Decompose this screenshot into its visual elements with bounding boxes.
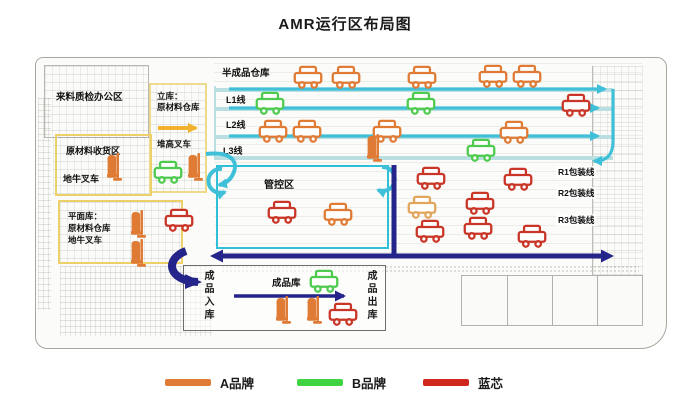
floorplan-room bbox=[507, 275, 553, 326]
legend-label-lanxin: 蓝芯 bbox=[478, 377, 504, 391]
control-zone-label: 管控区 bbox=[264, 180, 294, 191]
zone-flat-warehouse: 平面库： 原材料仓库 地牛叉车 bbox=[58, 200, 183, 264]
flat-wh-forklift-label: 地牛叉车 bbox=[68, 235, 103, 245]
legend-item-brand-a: A品牌 bbox=[165, 373, 254, 392]
pack-line-r3-label: R3包装线 bbox=[556, 214, 597, 226]
floorplan-flat-wh-block bbox=[60, 202, 181, 262]
vertical-wh-title: 立库： bbox=[157, 91, 183, 101]
finished-inbound-label: 成品入库 bbox=[202, 270, 213, 322]
lane-r-band bbox=[214, 156, 613, 160]
legend-item-lanxin: 蓝芯 bbox=[423, 373, 503, 392]
floorplan-left-strip bbox=[38, 98, 51, 310]
flat-wh-title: 平面库： bbox=[68, 211, 103, 221]
vertical-wh-subtitle: 原材料仓库 bbox=[157, 102, 200, 112]
zone-receiving: 原材料收货区 地牛叉车 bbox=[55, 134, 152, 196]
zone-finished-goods: 成品入库 成品库 成品出库 bbox=[183, 265, 386, 331]
line-l2-label: L2线 bbox=[226, 120, 246, 130]
pack-line-r1-label: R1包装线 bbox=[556, 166, 597, 178]
semi-finished-label: 半成品仓库 bbox=[222, 68, 270, 79]
factory-floorplan: 立库： 原材料仓库 堆高叉车 原材料收货区 地牛叉车 平面库： 原材料仓库 地牛… bbox=[35, 57, 667, 349]
legend-swatch-brand-a bbox=[165, 379, 211, 386]
floorplan-room bbox=[461, 275, 508, 326]
flat-wh-subtitle: 原材料仓库 bbox=[68, 223, 111, 233]
floorplan-room bbox=[552, 275, 598, 326]
floorplan-receiving-block bbox=[53, 137, 151, 195]
lane-l2-band bbox=[214, 107, 613, 111]
receiving-label: 原材料收货区 bbox=[66, 146, 121, 156]
zone-vertical-warehouse: 立库： 原材料仓库 堆高叉车 bbox=[149, 83, 207, 193]
zone-control: 管控区 bbox=[216, 165, 389, 249]
lane-l1-band bbox=[214, 88, 613, 92]
pack-line-r2-label: R2包装线 bbox=[556, 187, 597, 199]
legend-swatch-brand-b bbox=[297, 379, 343, 386]
legend-label-brand-b: B品牌 bbox=[352, 377, 387, 391]
legend-swatch-lanxin bbox=[423, 379, 469, 386]
legend-item-brand-b: B品牌 bbox=[297, 373, 386, 392]
lane-left-edge bbox=[214, 86, 216, 160]
page-title: AMR运行区布局图 bbox=[278, 16, 412, 33]
legend-label-brand-a: A品牌 bbox=[220, 377, 255, 391]
line-l1-label: L1线 bbox=[226, 95, 246, 105]
floorplan-office-block bbox=[44, 65, 149, 138]
incoming-office-label: 来料质检办公区 bbox=[56, 92, 123, 103]
line-l3-label: L3线 bbox=[223, 146, 243, 156]
legend: A品牌 B品牌 蓝芯 bbox=[0, 373, 690, 395]
lane-l3-band bbox=[214, 135, 613, 139]
floorplan-room bbox=[597, 275, 643, 326]
finished-outbound-label: 成品出库 bbox=[365, 270, 376, 322]
receiving-forklift-label: 地牛叉车 bbox=[63, 174, 100, 184]
finished-wh-label: 成品库 bbox=[272, 278, 301, 289]
vertical-wh-forklift-label: 堆高叉车 bbox=[157, 139, 192, 149]
floorplan-stipple-band bbox=[221, 265, 639, 273]
